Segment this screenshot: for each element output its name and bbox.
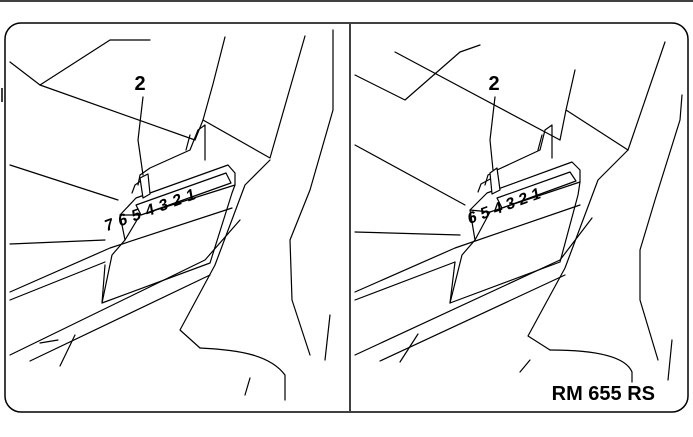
- model-label: RM 655 RS: [552, 383, 655, 405]
- scale-digit: 5: [479, 203, 491, 224]
- scale-digit: 1: [185, 185, 197, 206]
- scale-digit: 2: [517, 189, 529, 210]
- scale-digit: 7: [103, 215, 115, 236]
- panel-left: [9, 29, 334, 401]
- scale-digit: 2: [171, 190, 183, 211]
- scale-digit: 4: [144, 200, 156, 221]
- scale-digit: 6: [467, 207, 479, 228]
- callout-number-left: 2: [134, 73, 145, 95]
- scale-digit: 3: [158, 195, 170, 216]
- scale-digit: 1: [530, 184, 542, 205]
- scale-digit: 3: [505, 193, 517, 214]
- figure-frame: [4, 22, 689, 413]
- scale-digit: 5: [131, 205, 143, 226]
- scale-digit: 4: [492, 198, 504, 219]
- callout-number-right: 2: [488, 73, 499, 95]
- panel-right: [354, 41, 683, 383]
- scale-digit: 6: [117, 210, 129, 231]
